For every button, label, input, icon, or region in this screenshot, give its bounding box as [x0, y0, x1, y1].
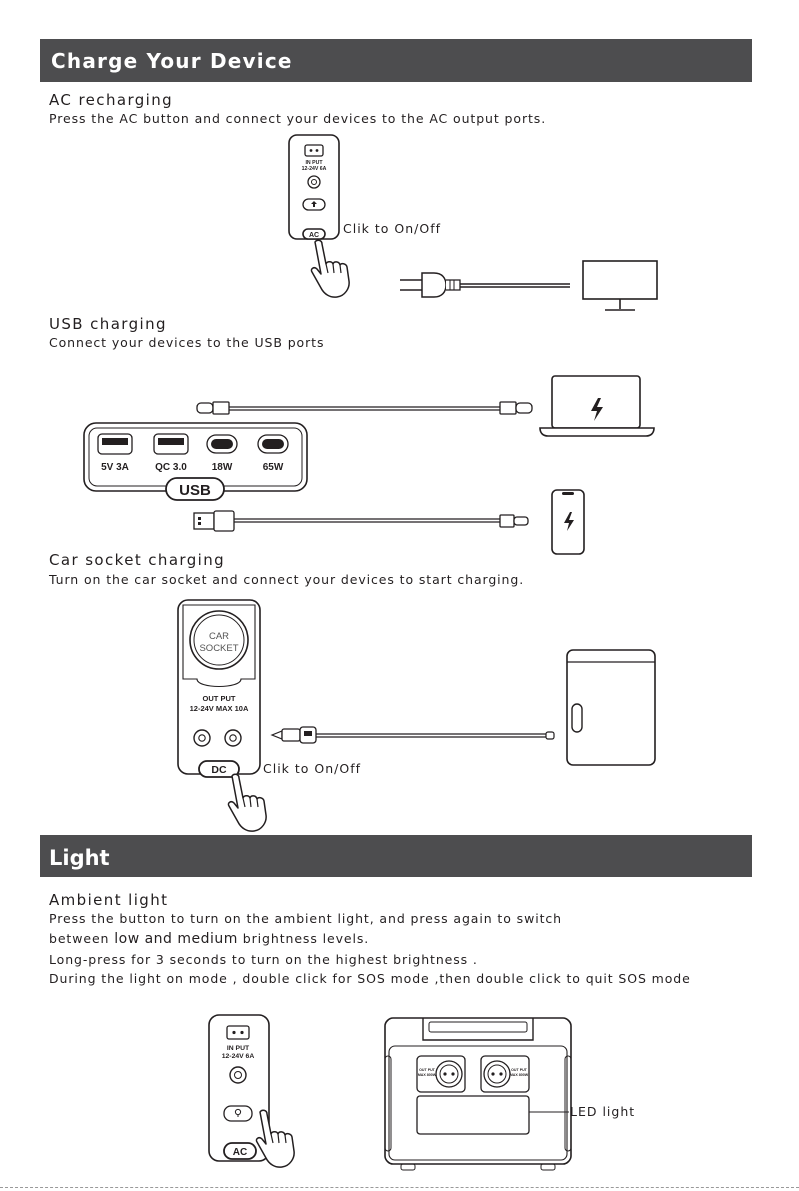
usb-port-label: 5V 3A: [101, 462, 129, 473]
light-panel-input-label: IN PUT: [227, 1045, 250, 1052]
usb-port-label: 65W: [263, 462, 284, 473]
ambient-line-1: Press the button to turn on the ambient …: [49, 911, 562, 926]
ambient-line-4: During the light on mode , double click …: [49, 971, 691, 986]
hand-pointer-icon: [255, 1109, 295, 1168]
usb-c-cable-icon: [196, 401, 533, 415]
outlet-label: OUT PUT: [511, 1068, 528, 1072]
ambient-line-2-pre: between: [49, 931, 115, 946]
light-panel-input-spec: 12-24V 6A: [222, 1053, 255, 1060]
plug-icon: [400, 272, 570, 298]
ac-heading: AC recharging: [49, 91, 174, 109]
laptop-icon: [539, 375, 655, 437]
phone-icon: [551, 489, 585, 555]
outlet-spec: MAX 800W: [418, 1073, 437, 1077]
usb-panel-label: USB: [179, 482, 211, 499]
car-fridge-icon: [566, 649, 656, 766]
ambient-heading: Ambient light: [49, 891, 169, 909]
ac-panel-illustration: IN PUT 12-24V 6A AC: [288, 134, 340, 240]
car-heading: Car socket charging: [49, 551, 226, 569]
car-socket-label: CAR: [209, 631, 229, 642]
page-trim-line: [0, 1187, 799, 1188]
section-banner-charge: Charge Your Device: [40, 39, 752, 82]
monitor-icon: [582, 260, 658, 311]
hand-pointer-icon: [227, 773, 267, 832]
power-station-illustration: OUT PUT MAX 800W OUT PUT MAX 800W: [384, 1017, 572, 1171]
usb-port-label: 18W: [212, 462, 233, 473]
hand-pointer-icon: [310, 239, 350, 298]
usb-panel-illustration: 5V 3A QC 3.0 18W 65W USB: [83, 422, 308, 501]
section-title: Charge Your Device: [51, 49, 293, 73]
ac-panel-input-spec: 12-24V 6A: [302, 166, 327, 172]
car-socket-label: SOCKET: [199, 643, 238, 654]
ac-panel-input-label: IN PUT: [305, 160, 323, 166]
ambient-line-3: Long-press for 3 seconds to turn on the …: [49, 952, 478, 967]
dc-button-label: DC: [211, 764, 227, 776]
ambient-line-2: between low and medium brightness levels…: [49, 931, 369, 947]
ac-button-label: AC: [309, 232, 319, 239]
led-light-label: LED light: [570, 1104, 636, 1119]
outlet-spec: MAX 800W: [510, 1073, 529, 1077]
car-socket-panel-illustration: CAR SOCKET OUT PUT 12-24V MAX 10A DC: [177, 599, 261, 778]
light-ac-button-label: AC: [233, 1147, 247, 1158]
car-output-label: OUT PUT: [203, 694, 236, 703]
car-callout: Clik to On/Off: [263, 761, 362, 776]
ac-callout: Clik to On/Off: [343, 221, 442, 236]
usb-a-cable-icon: [193, 510, 529, 532]
ac-description: Press the AC button and connect your dev…: [49, 111, 547, 126]
section-title: Light: [49, 846, 110, 870]
usb-port-label: QC 3.0: [155, 462, 187, 473]
car-description: Turn on the car socket and connect your …: [49, 572, 525, 587]
car-plug-cable-icon: [270, 726, 555, 744]
light-panel-illustration: IN PUT 12-24V 6A AC: [208, 1014, 270, 1162]
section-banner-light: Light: [40, 835, 752, 877]
outlet-label: OUT PUT: [419, 1068, 436, 1072]
usb-description: Connect your devices to the USB ports: [49, 335, 325, 350]
usb-heading: USB charging: [49, 315, 167, 333]
car-output-spec: 12-24V MAX 10A: [190, 704, 249, 713]
ambient-line-2-post: brightness levels.: [237, 931, 370, 946]
ambient-line-2-emphasis: low and medium: [114, 931, 238, 947]
